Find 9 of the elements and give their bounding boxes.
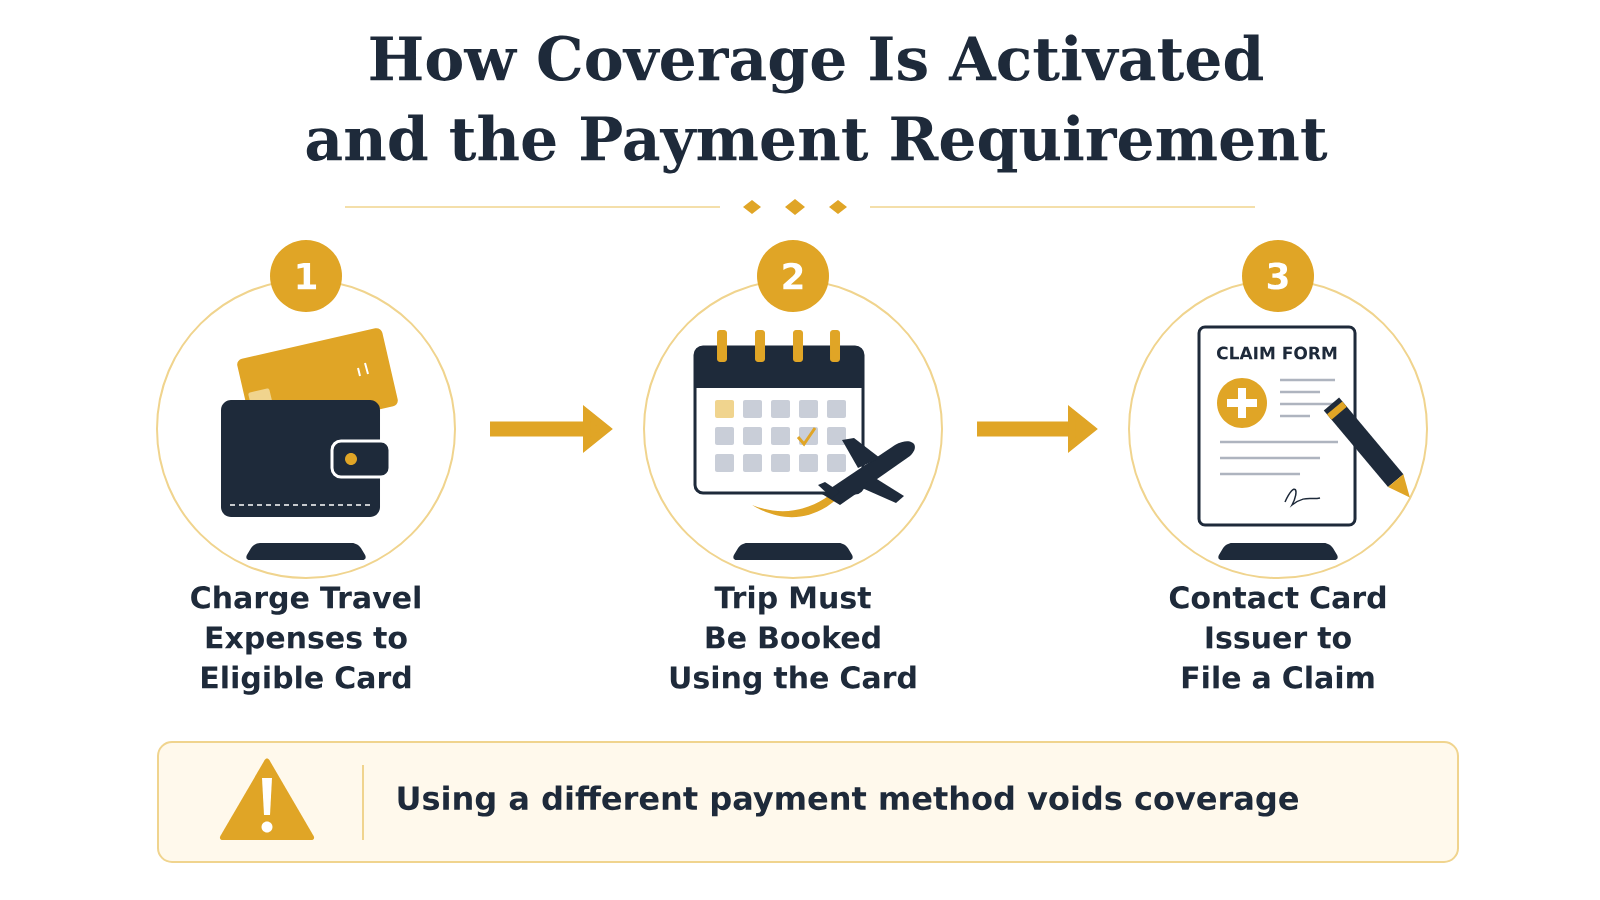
step-label: Contact Card Issuer to File a Claim <box>1169 585 1386 689</box>
title: How Coverage Is Activated and the Payment Requirement <box>306 34 1328 174</box>
warning-text: Using a different payment method voids coverage <box>398 785 1298 817</box>
number-badge: 1 <box>270 240 342 312</box>
number-badge: 3 <box>1242 240 1314 312</box>
number-badge: 2 <box>757 240 829 312</box>
step-label: Trip Must Be Booked Using the Card <box>670 585 916 695</box>
form-heading: CLAIM FORM <box>1217 346 1337 360</box>
step-label: Charge Travel Expenses to Eligible Card <box>191 585 420 695</box>
